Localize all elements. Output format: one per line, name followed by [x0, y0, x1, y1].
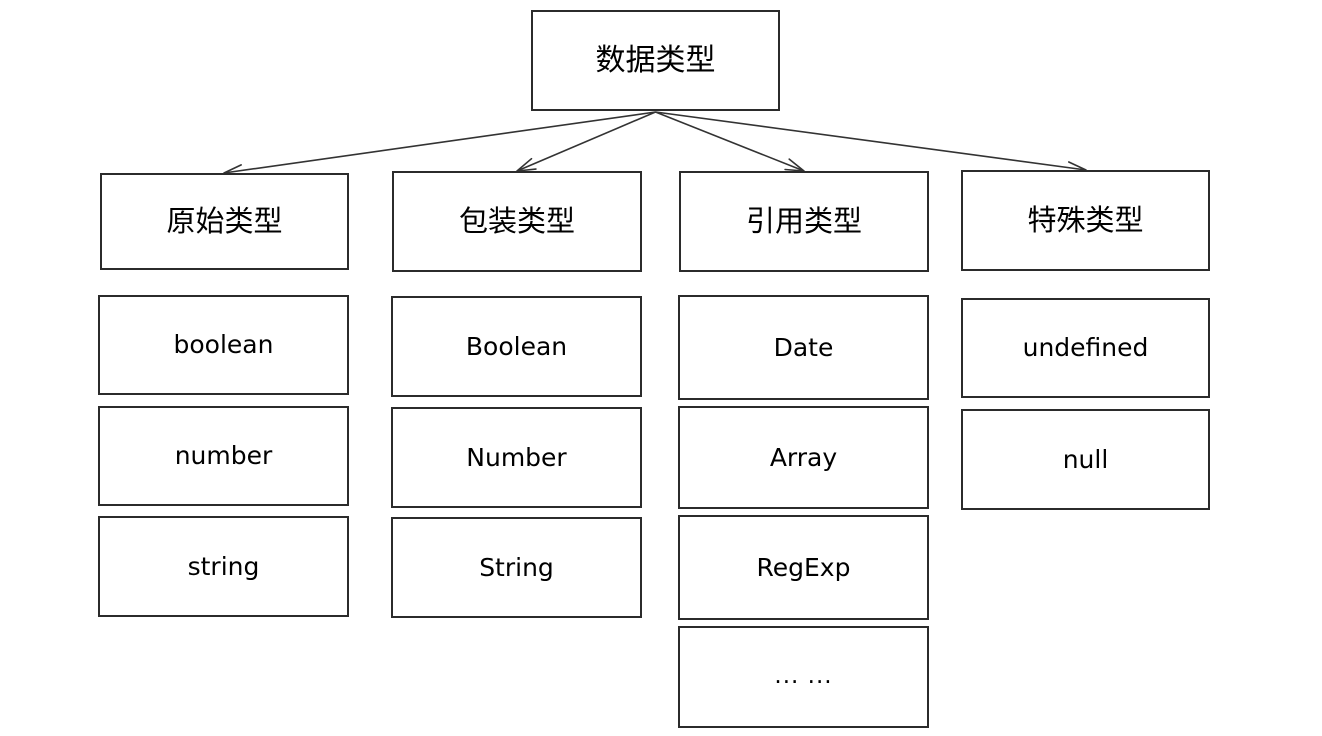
leaf-node-undefined-label: undefined [1022, 333, 1149, 362]
leaf-node-regexp-label: RegExp [756, 552, 851, 582]
leaf-node-undefined[interactable]: undefined [961, 298, 1210, 398]
leaf-node-string[interactable]: String [391, 517, 642, 618]
root-node[interactable]: 数据类型 [531, 10, 780, 111]
edge-root-to-node [223, 111, 656, 174]
arrowhead-node [784, 158, 805, 172]
category-node-node[interactable]: 特殊类型 [961, 170, 1210, 271]
arrowhead-node [516, 157, 537, 172]
leaf-node-null-label: null [1062, 444, 1109, 474]
leaf-node-date-label: Date [773, 332, 834, 362]
leaf-node-null[interactable]: null [961, 409, 1210, 510]
category-node-node[interactable]: 原始类型 [100, 173, 349, 270]
edge-root-to-node [655, 111, 1087, 171]
leaf-node-string[interactable]: string [98, 516, 349, 617]
category-node-node[interactable]: 包装类型 [392, 171, 642, 272]
leaf-node-number-label: number [174, 441, 273, 470]
leaf-node-number[interactable]: Number [391, 407, 642, 508]
leaf-node-string-label: string [187, 551, 260, 581]
category-node-node-label: 特殊类型 [1027, 203, 1144, 238]
leaf-node-boolean[interactable]: boolean [98, 295, 349, 395]
leaf-node-regexp[interactable]: RegExp [678, 515, 929, 620]
leaf-node-array[interactable]: Array [678, 406, 929, 509]
leaf-node-ellipsis-ellipsis[interactable]: ... ... [678, 626, 929, 728]
leaf-node-ellipsis-ellipsis-label: ... ... [774, 663, 833, 690]
leaf-node-boolean-label: Boolean [465, 331, 568, 361]
leaf-node-boolean[interactable]: Boolean [391, 296, 642, 397]
edge-root-to-node [516, 111, 656, 172]
leaf-node-number-label: Number [466, 442, 567, 472]
category-node-node-label: 引用类型 [745, 204, 862, 239]
leaf-node-boolean-label: boolean [173, 330, 274, 359]
leaf-node-number[interactable]: number [98, 406, 349, 506]
category-node-node[interactable]: 引用类型 [679, 171, 929, 272]
leaf-node-date[interactable]: Date [678, 295, 929, 400]
category-node-node-label: 原始类型 [166, 204, 283, 239]
leaf-node-array-label: Array [769, 442, 838, 472]
leaf-node-string-label: String [479, 552, 554, 582]
category-node-node-label: 包装类型 [458, 204, 575, 239]
edge-root-to-node [655, 111, 805, 172]
root-node-label: 数据类型 [595, 42, 716, 78]
